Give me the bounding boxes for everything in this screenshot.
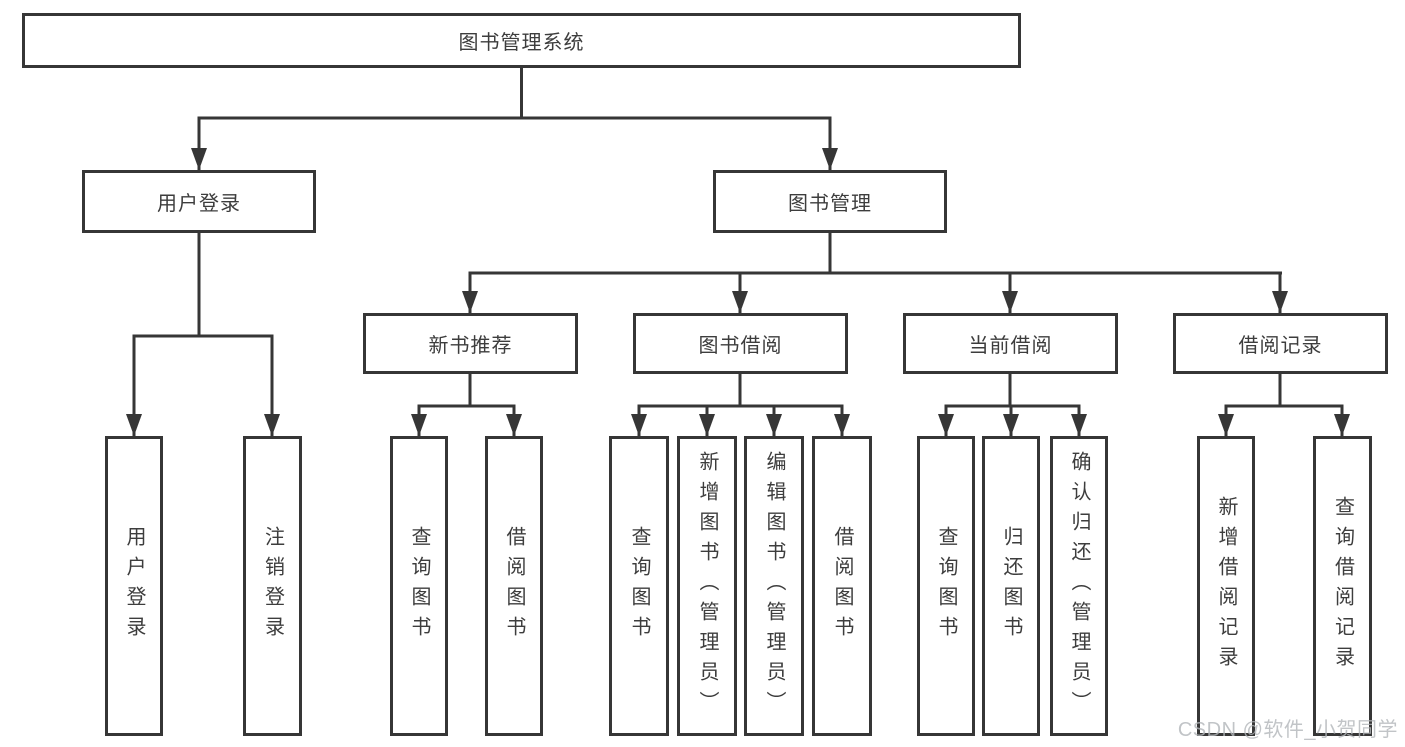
- node-current-borrow-label: 当前借阅: [968, 335, 1053, 357]
- node-borrow-records-label: 借阅记录: [1238, 335, 1323, 357]
- node-user-login-label: 用户登录: [157, 193, 241, 215]
- leaf-borrow-edit-book-admin-label: 编辑图书（管理员）: [763, 451, 785, 721]
- leaf-current-query-book-label: 查询图书: [935, 526, 957, 646]
- leaf-borrow-query-book: 查询图书: [609, 436, 669, 736]
- leaf-recommend-query-book-label: 查询图书: [408, 526, 430, 646]
- node-borrow-records: 借阅记录: [1173, 313, 1388, 374]
- leaf-current-return-book-label: 归还图书: [1000, 526, 1022, 646]
- node-new-book-recommend: 新书推荐: [363, 313, 578, 374]
- leaf-borrow-add-book-admin: 新增图书（管理员）: [677, 436, 737, 736]
- node-new-book-recommend-label: 新书推荐: [428, 335, 513, 357]
- leaf-current-return-book: 归还图书: [982, 436, 1040, 736]
- node-book-borrow-label: 图书借阅: [698, 335, 783, 357]
- leaf-records-query-record-label: 查询借阅记录: [1331, 496, 1354, 676]
- leaf-records-add-record: 新增借阅记录: [1197, 436, 1255, 736]
- node-book-management: 图书管理: [713, 170, 947, 233]
- node-root-label: 图书管理系统: [458, 32, 585, 54]
- leaf-current-query-book: 查询图书: [917, 436, 975, 736]
- leaf-records-query-record: 查询借阅记录: [1313, 436, 1372, 736]
- leaf-current-confirm-return-admin: 确认归还（管理员）: [1050, 436, 1108, 736]
- leaf-records-add-record-label: 新增借阅记录: [1215, 496, 1237, 676]
- leaf-user-login: 用户登录: [105, 436, 163, 736]
- leaf-borrow-edit-book-admin: 编辑图书（管理员）: [744, 436, 804, 736]
- leaf-borrow-query-book-label: 查询图书: [628, 526, 650, 646]
- leaf-current-confirm-return-admin-label: 确认归还（管理员）: [1068, 451, 1090, 721]
- leaf-borrow-add-book-admin-label: 新增图书（管理员）: [696, 451, 718, 721]
- leaf-recommend-query-book: 查询图书: [390, 436, 448, 736]
- leaf-logout-label: 注销登录: [261, 526, 284, 646]
- node-current-borrow: 当前借阅: [903, 313, 1118, 374]
- node-book-borrow: 图书借阅: [633, 313, 848, 374]
- node-book-management-label: 图书管理: [788, 193, 872, 215]
- node-user-login: 用户登录: [82, 170, 316, 233]
- leaf-user-login-label: 用户登录: [123, 526, 145, 646]
- leaf-borrow-borrow-book-label: 借阅图书: [831, 526, 853, 646]
- leaf-borrow-borrow-book: 借阅图书: [812, 436, 872, 736]
- csdn-watermark: CSDN @软件_小贺同学: [1177, 719, 1398, 741]
- node-root: 图书管理系统: [22, 13, 1021, 68]
- leaf-recommend-borrow-book-label: 借阅图书: [503, 526, 525, 646]
- leaf-logout: 注销登录: [243, 436, 302, 736]
- leaf-recommend-borrow-book: 借阅图书: [485, 436, 543, 736]
